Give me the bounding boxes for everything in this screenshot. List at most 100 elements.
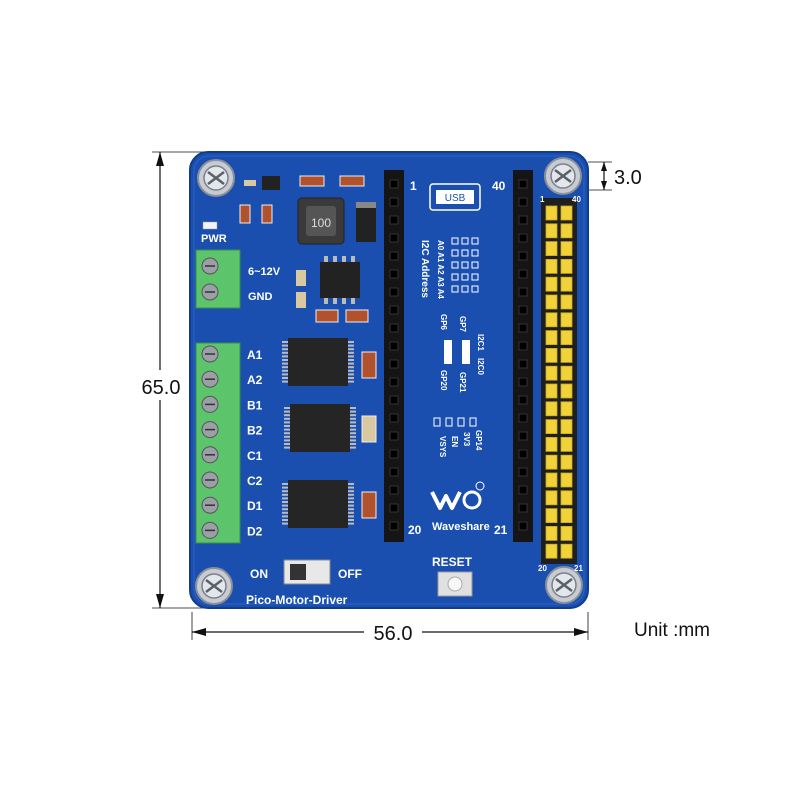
jumper-i2c1: I2C1 xyxy=(476,334,485,351)
pin-label-right-top: 40 xyxy=(492,179,506,193)
inductor-label: 100 xyxy=(311,216,331,230)
offset-arrow-top xyxy=(601,162,607,171)
pico-header-left xyxy=(384,170,404,542)
terminal-screw-d1 xyxy=(201,496,219,514)
usb-outline xyxy=(429,183,481,211)
smd-capacitor-1 xyxy=(299,175,325,187)
switch-off-label: OFF xyxy=(338,567,362,581)
i2c-address-pads xyxy=(451,237,479,293)
motor-label-c2: C2 xyxy=(247,474,263,488)
rpi-header-pins xyxy=(545,205,573,559)
reset-label: RESET xyxy=(432,555,473,569)
pico-header-holes xyxy=(389,179,528,531)
jumper-en: EN xyxy=(450,436,459,447)
jumper-i2c0: I2C0 xyxy=(476,358,485,375)
jumper-gp20: GP20 xyxy=(439,370,448,391)
mounting-hole-bottom-left xyxy=(195,567,233,605)
jumper-gp7: GP7 xyxy=(458,316,467,333)
pcb-edge-highlight xyxy=(193,155,585,605)
pin-label-left-bottom: 20 xyxy=(408,523,422,537)
terminal-screw-d2 xyxy=(201,521,219,539)
motor-terminal-block xyxy=(195,342,241,544)
mounting-hole-top-right xyxy=(544,157,582,195)
motor-label-b2: B2 xyxy=(247,424,263,438)
terminal-screw-a2 xyxy=(201,370,219,388)
pin-label-right-bottom: 21 xyxy=(494,523,508,537)
smd-capacitor-11 xyxy=(361,491,377,519)
pin-label-left-top: 1 xyxy=(410,179,417,193)
smd-capacitor-5 xyxy=(296,270,306,286)
offset-arrow-bottom xyxy=(601,181,607,190)
motor-driver-ic-3 xyxy=(288,480,348,528)
terminal-screw-b2 xyxy=(201,421,219,439)
rpi-pin-label-20: 20 xyxy=(538,564,547,573)
transistor xyxy=(262,176,280,190)
driver-ic-pins xyxy=(282,341,356,525)
diode xyxy=(356,202,376,242)
jumper-gp6: GP6 xyxy=(439,314,448,331)
regulator-ic xyxy=(320,262,360,298)
width-value: 56.0 xyxy=(374,623,413,645)
motor-driver-ic-2 xyxy=(290,404,350,452)
brand-name: Waveshare xyxy=(432,521,490,533)
gnd-label: GND xyxy=(248,291,273,303)
smd-capacitor-7 xyxy=(315,309,339,323)
terminal-screw-c2 xyxy=(201,471,219,489)
mounting-hole-top-left xyxy=(197,159,235,197)
smd-capacitor-8 xyxy=(345,309,369,323)
smd-capacitor-10 xyxy=(361,415,377,443)
jumper-vsys: VSYS xyxy=(438,436,447,458)
dimension-arrow-right xyxy=(574,628,588,636)
regulator-pins xyxy=(324,256,355,304)
usb-label: USB xyxy=(445,193,466,204)
jumper-3v3: 3V3 xyxy=(462,432,471,447)
terminal-screws xyxy=(201,345,219,539)
terminal-screw-b1 xyxy=(201,395,219,413)
inductor: 100 xyxy=(297,197,345,245)
jumper-gp14: GP14 xyxy=(474,430,483,451)
dimension-hole-offset xyxy=(588,161,612,191)
i2c-address-title: I2C Address xyxy=(419,240,430,298)
rpi-pin-label-40: 40 xyxy=(572,195,581,204)
motor-label-d2: D2 xyxy=(247,524,263,538)
waveshare-logo-icon xyxy=(430,481,485,510)
terminal-screw-a1 xyxy=(201,345,219,363)
height-value: 65.0 xyxy=(142,377,181,399)
jumper-gp21: GP21 xyxy=(458,372,467,393)
board-name: Pico-Motor-Driver xyxy=(246,593,348,607)
smd-resistor-1 xyxy=(244,180,256,186)
power-terminal-block xyxy=(195,249,241,309)
jumper-pad-gp-left xyxy=(444,340,452,364)
pico-header-right xyxy=(513,170,533,542)
smd-capacitor-2 xyxy=(339,175,365,187)
power-select-pads xyxy=(433,417,477,427)
jumper-pad-gp-right xyxy=(462,340,470,364)
rpi-pin-label-21: 21 xyxy=(574,564,583,573)
diode-band xyxy=(356,202,376,208)
motor-label-b1: B1 xyxy=(247,398,263,412)
unit-label: Unit :mm xyxy=(634,620,710,641)
power-switch[interactable] xyxy=(283,559,331,585)
smd-capacitor-4 xyxy=(261,204,273,224)
power-input-label: 6~12V xyxy=(248,266,281,278)
mounting-hole-bottom-right xyxy=(545,566,583,604)
motor-driver-ic-1 xyxy=(288,338,348,386)
terminal-screw-c1 xyxy=(201,446,219,464)
smd-capacitor-6 xyxy=(296,292,306,308)
switch-on-label: ON xyxy=(250,567,268,581)
motor-label-d1: D1 xyxy=(247,499,263,513)
pwr-label: PWR xyxy=(201,233,227,245)
dimension-arrow-down xyxy=(156,594,164,608)
i2c-address-bits: A0 A1 A2 A3 A4 xyxy=(436,240,445,299)
hole-offset-value: 3.0 xyxy=(614,167,642,189)
reset-button[interactable] xyxy=(437,571,473,597)
pwr-led xyxy=(202,221,218,230)
dimension-arrow-left xyxy=(192,628,206,636)
smd-capacitor-3 xyxy=(239,204,251,224)
smd-capacitor-9 xyxy=(361,351,377,379)
motor-label-a2: A2 xyxy=(247,373,263,387)
motor-label-a1: A1 xyxy=(247,348,263,362)
dimension-arrow-up xyxy=(156,152,164,166)
